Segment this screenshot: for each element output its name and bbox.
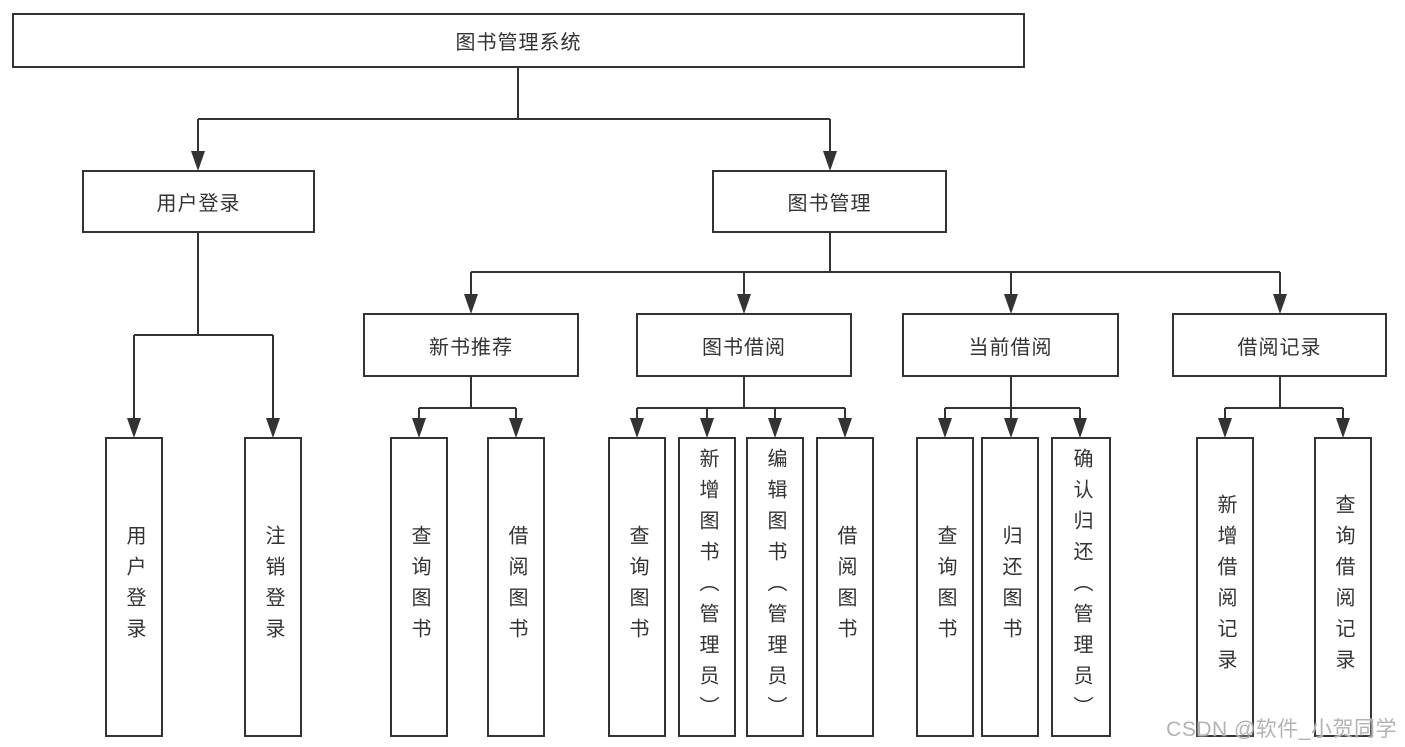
arrow-down-icon [700, 418, 714, 438]
node-query-borrow-record: 查询借阅记录 [1314, 437, 1372, 737]
node-book-borrow: 图书借阅 [636, 313, 852, 377]
node-user-login-group: 用户登录 [82, 170, 315, 233]
node-label: 借阅图书 [505, 525, 527, 649]
node-label: 查询借阅记录 [1332, 494, 1354, 680]
arrow-down-icon [1004, 418, 1018, 438]
connector-group-new-book [418, 377, 517, 420]
node-label: 当前借阅 [968, 336, 1053, 359]
arrow-down-icon [823, 151, 837, 171]
node-book-management: 图书管理 [712, 170, 947, 233]
arrow-down-icon [768, 418, 782, 438]
node-label: 查询图书 [626, 525, 648, 649]
node-current-borrow: 当前借阅 [902, 313, 1119, 377]
node-label: 用户登录 [123, 525, 145, 649]
arrow-down-icon [266, 418, 280, 438]
connector-group-book-management [470, 233, 1281, 296]
node-confirm-return-admin: 确认归还（管理员） [1051, 437, 1111, 737]
node-logout: 注销登录 [244, 437, 302, 737]
node-borrow-books-recommend: 借阅图书 [487, 437, 545, 737]
node-library-system: 图书管理系统 [12, 13, 1025, 68]
node-query-books-recommend: 查询图书 [390, 437, 448, 737]
node-query-books-borrow: 查询图书 [608, 437, 666, 737]
connector-group-root [197, 68, 831, 153]
node-new-book-recommend: 新书推荐 [363, 313, 579, 377]
arrow-down-icon [464, 294, 478, 314]
node-label: 借阅图书 [834, 525, 856, 649]
node-label: 查询图书 [934, 525, 956, 649]
arrow-down-icon [1073, 418, 1087, 438]
node-borrow-records: 借阅记录 [1172, 313, 1387, 377]
node-user-login-leaf: 用户登录 [105, 437, 163, 737]
arrow-down-icon [412, 418, 426, 438]
node-edit-book-admin: 编辑图书（管理员） [746, 437, 804, 737]
node-label: 借阅记录 [1237, 336, 1322, 359]
csdn-watermark: CSDN @软件_小贺同学 [1166, 718, 1397, 741]
node-label: 注销登录 [262, 525, 284, 649]
node-borrow-books-leaf: 借阅图书 [816, 437, 874, 737]
node-label: 编辑图书（管理员） [764, 447, 786, 727]
arrow-down-icon [1273, 294, 1287, 314]
arrow-down-icon [630, 418, 644, 438]
arrow-down-icon [191, 151, 205, 171]
connector-group-borrow-records [1224, 377, 1344, 420]
arrow-down-icons [127, 151, 1350, 438]
node-label: 确认归还（管理员） [1070, 447, 1092, 727]
node-label: 查询图书 [408, 525, 430, 649]
node-label: 图书借阅 [702, 336, 786, 359]
node-label: 新增借阅记录 [1214, 494, 1236, 680]
node-label: 归还图书 [999, 525, 1021, 649]
node-query-books-current: 查询图书 [916, 437, 974, 737]
arrow-down-icon [938, 418, 952, 438]
arrow-down-icon [1336, 418, 1350, 438]
connector-group-book-borrow [636, 377, 846, 420]
node-return-book: 归还图书 [981, 437, 1039, 737]
arrow-down-icon [1218, 418, 1232, 438]
connector-group-user-login [133, 233, 274, 420]
node-label: 用户登录 [156, 193, 241, 215]
node-label: 新书推荐 [429, 336, 513, 359]
arrow-down-icon [1004, 294, 1018, 314]
node-add-borrow-record: 新增借阅记录 [1196, 437, 1254, 737]
arrow-down-icon [838, 418, 852, 438]
node-label: 图书管理系统 [455, 32, 582, 54]
arrow-down-icon [509, 418, 523, 438]
arrow-down-icon [127, 418, 141, 438]
node-label: 图书管理 [787, 193, 872, 215]
connector-group-current-borrow [944, 377, 1081, 420]
node-label: 新增图书（管理员） [696, 447, 718, 727]
arrow-down-icon [737, 294, 751, 314]
node-add-book-admin: 新增图书（管理员） [678, 437, 736, 737]
